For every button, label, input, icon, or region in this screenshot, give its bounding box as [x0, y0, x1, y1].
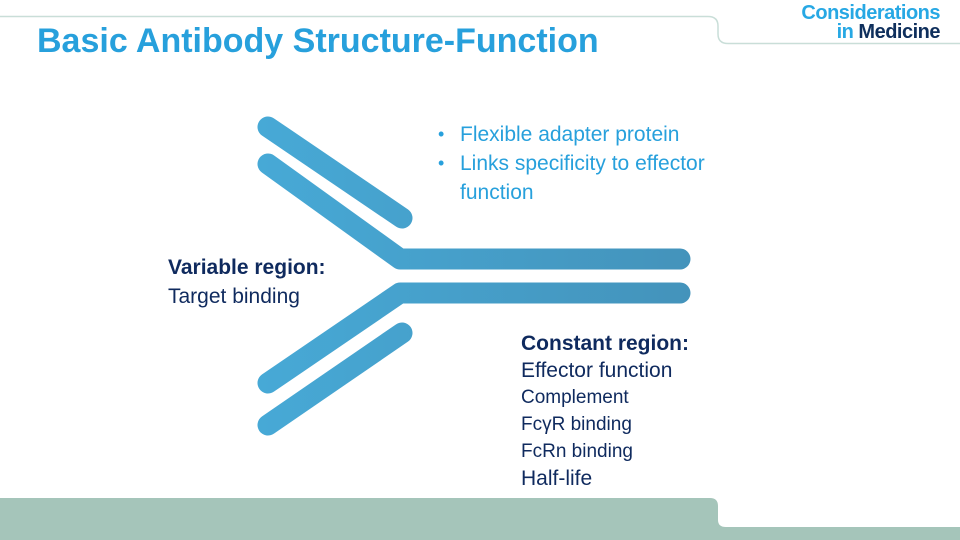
- header-line: [0, 15, 960, 45]
- bullet-list: Flexible adapter protein Links specifici…: [438, 120, 768, 207]
- constant-item: Half-life: [521, 467, 593, 490]
- bullet-item: Links specificity to effector function: [438, 149, 768, 207]
- heavy-chain-upper: [257, 153, 691, 270]
- variable-region-label: Variable region: Target binding: [168, 253, 326, 311]
- logo-line2a: in: [836, 21, 859, 43]
- heavy-chain-lower: [257, 282, 691, 394]
- bullet-item: Flexible adapter protein: [438, 120, 768, 149]
- constant-item: FcRn binding: [521, 441, 633, 462]
- constant-item: Complement: [521, 387, 629, 408]
- variable-region-text: Target binding: [168, 285, 300, 308]
- constant-region-label: Constant region: Effector function Compl…: [521, 330, 689, 492]
- logo-line2b: Medicine: [858, 21, 940, 43]
- antibody-diagram: [257, 116, 691, 436]
- constant-region-heading: Constant region:: [521, 332, 689, 355]
- constant-item: Effector function: [521, 359, 673, 382]
- footer-band: [0, 498, 960, 540]
- variable-region-heading: Variable region:: [168, 256, 326, 279]
- page-title: Basic Antibody Structure-Function: [37, 22, 599, 60]
- logo-line1: Considerations: [801, 2, 940, 24]
- heavy-light-chain-lower-outer: [257, 322, 413, 436]
- constant-item: FcγR binding: [521, 414, 632, 435]
- logo: Considerations in Medicine: [801, 2, 940, 43]
- heavy-light-chain-upper-outer: [257, 116, 413, 229]
